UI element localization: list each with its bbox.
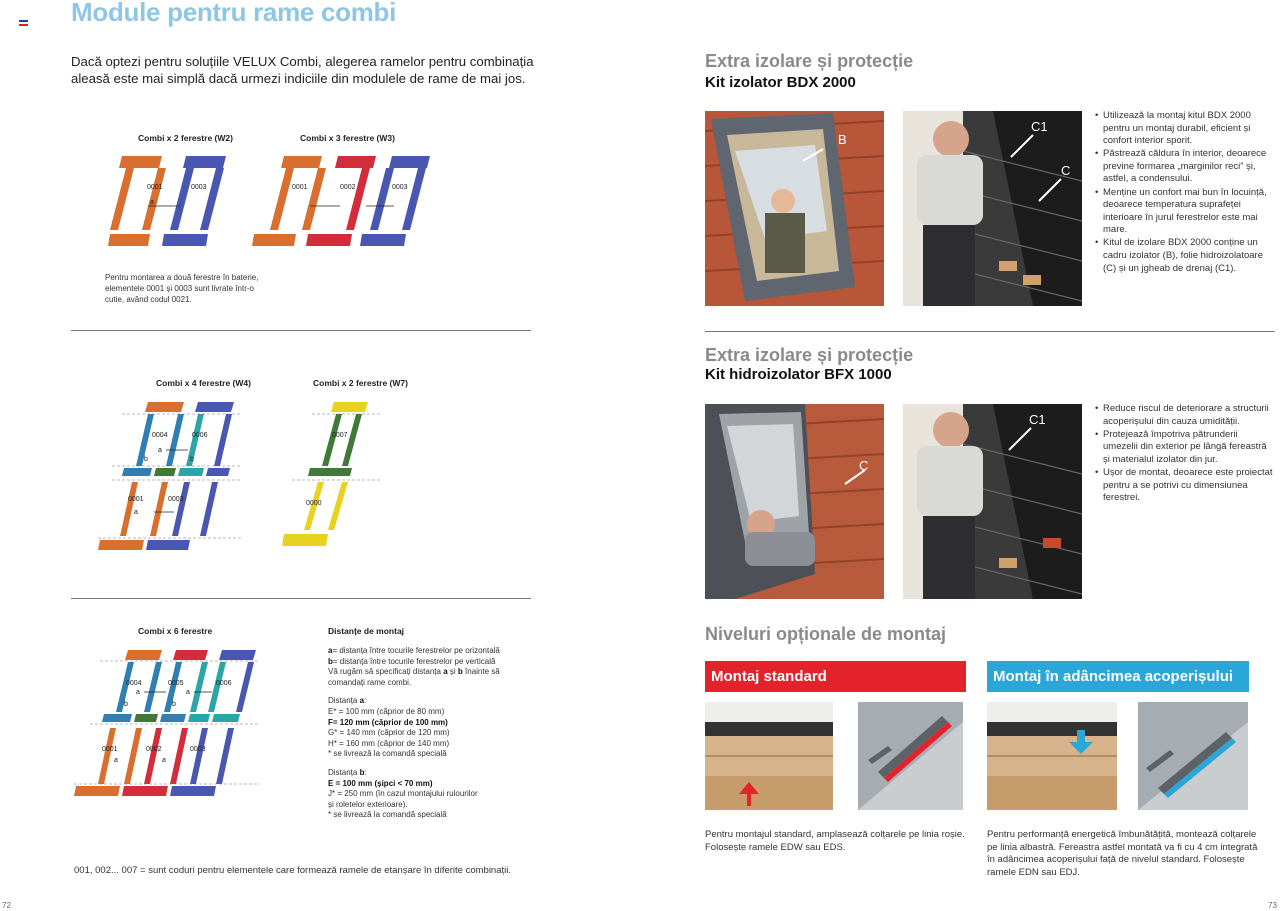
page-number-left: 72: [2, 901, 11, 910]
section-title-levels: Niveluri opționale de montaj: [705, 624, 947, 644]
combi-frame-diagram-w4-w7: 0004 0006 0001 0003 a b b a 0007 0000: [98, 402, 382, 550]
fig-w4-label: Combi x 4 ferestre (W4): [156, 378, 251, 388]
svg-text:C1: C1: [1029, 412, 1046, 427]
svg-text:a: a: [134, 509, 138, 516]
bfx-benefits-list: Reduce riscul de deteriorare a structuri…: [1095, 403, 1275, 505]
intro-text: Dacă optezi pentru soluțiile VELUX Combi…: [71, 54, 534, 86]
list-item: Reduce riscul de deteriorare a structuri…: [1095, 403, 1275, 428]
list-item: Protejează împotriva pătrunderii umezeli…: [1095, 429, 1275, 467]
fig-w2-label: Combi x 2 ferestre (W2): [138, 133, 233, 143]
list-item: Kitul de izolare BDX 2000 conține un cad…: [1095, 237, 1275, 275]
list-item: Menține un confort mai bun în locuință, …: [1095, 187, 1275, 237]
divider: [705, 331, 1275, 332]
code-label: 0001: [147, 184, 163, 191]
photo-bdx-worker-flashing: C1 C: [903, 111, 1082, 306]
photo-deep-corner: [987, 702, 1117, 810]
list-item: Utilizează la montaj kitul BDX 2000 pent…: [1095, 110, 1275, 148]
mounting-distances-legend: a= distanța între tocurile ferestrelor p…: [328, 646, 500, 820]
divider: [71, 330, 531, 331]
banner-deep-mounting: Montaj în adâncimea acoperișului: [987, 661, 1249, 692]
page-title: Module pentru rame combi: [71, 0, 397, 27]
svg-text:0005: 0005: [168, 680, 184, 687]
svg-text:0003: 0003: [168, 496, 184, 503]
section-subtitle-bfx: Kit hidroizolator BFX 1000: [705, 366, 892, 383]
page-number-right: 73: [1268, 901, 1277, 910]
code-label: 0001: [292, 184, 308, 191]
caption-deep: Pentru performanță energetică îmbunătăți…: [987, 829, 1258, 878]
svg-text:0004: 0004: [152, 432, 168, 439]
legend-title: Distanțe de montaj: [328, 626, 405, 636]
svg-text:a: a: [186, 689, 190, 696]
dim-a-label: a: [150, 199, 154, 206]
section-title-bdx: Extra izolare și protecție: [705, 51, 914, 71]
svg-text:a: a: [162, 757, 166, 764]
svg-text:0003: 0003: [190, 746, 206, 753]
language-flag-icon: [19, 20, 28, 26]
section-title-bfx: Extra izolare și protecție: [705, 345, 914, 365]
list-item: Ușor de montat, deoarece este proiectat …: [1095, 467, 1275, 505]
w2-note: Pentru montarea a două ferestre în bater…: [105, 273, 259, 304]
svg-text:b: b: [172, 701, 176, 708]
combi-frame-diagram-6: 0004 0005 0006 0001 0002 0003 a a b b a …: [74, 650, 260, 796]
photo-bfx-window-install: C: [705, 404, 884, 599]
svg-text:C1: C1: [1031, 119, 1048, 134]
frame-w3-0002: [306, 156, 376, 246]
svg-text:0006: 0006: [192, 432, 208, 439]
combi-frame-diagram-w2-w3: 0001 0003 a 0001 0002 0003: [108, 156, 430, 246]
fig-w3-label: Combi x 3 ferestre (W3): [300, 133, 395, 143]
divider: [71, 598, 531, 599]
svg-text:B: B: [838, 132, 847, 147]
frame-w2-0003: [162, 156, 226, 246]
illustration-deep-corner: [1138, 702, 1248, 810]
svg-text:b: b: [144, 456, 148, 463]
illustration-standard-corner: [858, 702, 963, 810]
photo-bfx-worker-flashing: C1: [903, 404, 1082, 599]
frame-w3-0003: [360, 156, 430, 246]
svg-text:0002: 0002: [146, 746, 162, 753]
fig-6-label: Combi x 6 ferestre: [138, 626, 213, 636]
photo-bdx-window-install: B: [705, 111, 884, 306]
frame-w3-0001: [252, 156, 326, 246]
svg-text:C: C: [1061, 163, 1070, 178]
svg-text:b: b: [124, 701, 128, 708]
codes-note: 001, 002... 007 = sunt coduri pentru ele…: [74, 865, 511, 876]
list-item: Păstrează căldura în interior, deoarece …: [1095, 148, 1275, 186]
svg-text:a: a: [158, 447, 162, 454]
caption-standard: Pentru montajul standard, amplasează col…: [705, 829, 965, 853]
svg-text:0001: 0001: [102, 746, 118, 753]
svg-text:0007: 0007: [332, 432, 348, 439]
photo-standard-corner: [705, 702, 833, 810]
code-label: 0003: [191, 184, 207, 191]
svg-text:C: C: [859, 458, 868, 473]
banner-standard-mounting: Montaj standard: [705, 661, 966, 692]
svg-text:0001: 0001: [128, 496, 144, 503]
svg-text:0000: 0000: [306, 500, 322, 507]
svg-text:b: b: [190, 456, 194, 463]
svg-text:0006: 0006: [216, 680, 232, 687]
fig-w7-label: Combi x 2 ferestre (W7): [313, 378, 408, 388]
frame-w2-0001: [108, 156, 166, 246]
svg-text:0004: 0004: [126, 680, 142, 687]
bdx-benefits-list: Utilizează la montaj kitul BDX 2000 pent…: [1095, 110, 1275, 276]
svg-text:a: a: [136, 689, 140, 696]
code-label: 0003: [392, 184, 408, 191]
section-subtitle-bdx: Kit izolator BDX 2000: [705, 74, 856, 91]
code-label: 0002: [340, 184, 356, 191]
svg-text:a: a: [114, 757, 118, 764]
